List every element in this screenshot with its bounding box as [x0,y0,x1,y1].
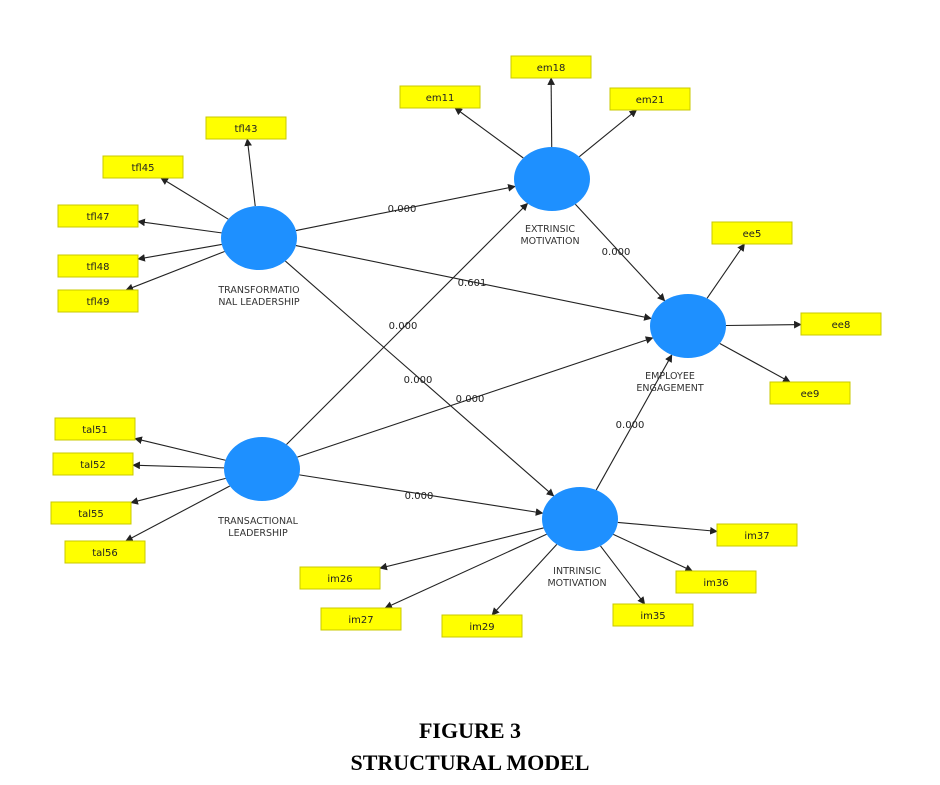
indicator-box-im29 [441,614,523,638]
indicator-box-em21 [609,87,691,111]
indicator-box-em18 [510,55,592,79]
latent-label-em-line-1: EXTRINSIC [525,224,575,235]
loading-arrow-tfl49 [125,250,225,292]
loading-arrow-tal52 [132,461,225,470]
latent-label-tal-line-1: TRANSACTIONAL [217,516,298,527]
indicator-box-im26 [299,566,381,590]
path-tfl-to-em-arrow [295,184,516,232]
loading-arrow-tal55 [130,477,226,505]
indicator-box-tfl47 [57,204,139,228]
loading-arrow-em11 [454,107,524,159]
indicator-label-im36: im36 [703,578,728,589]
indicator-label-tfl49: tfl49 [87,297,110,308]
indicator-label-im35: im35 [640,611,665,622]
path-em-to-ee-arrow [574,203,666,302]
latent-label-im-line-2: MOTIVATION [547,578,606,589]
latent-label-ee-line-2: ENGAGEMENT [636,383,703,394]
latent-label-ee-line-1: EMPLOYEE [645,371,695,382]
indicator-label-ee8: ee8 [832,320,851,331]
path-coefficient-tal-im: 0.000 [405,491,434,502]
loading-arrow-em21 [578,109,638,158]
indicator-label-tal52: tal52 [80,460,106,471]
indicator-label-tfl45: tfl45 [132,163,155,174]
path-coefficient-em-ee: 0.000 [602,247,631,258]
indicator-box-ee5 [711,221,793,245]
path-coefficient-tfl-im: 0.000 [404,375,433,386]
latent-label-im-line-1: INTRINSIC [553,566,601,577]
loading-arrow-ee8 [725,320,802,329]
path-im-to-ee-arrow [595,354,673,491]
path-coefficient-tfl-ee: 0.601 [458,278,487,289]
loading-arrow-tal51 [134,436,226,461]
indicator-label-im29: im29 [469,622,494,633]
loading-arrow-ee9 [719,342,791,383]
latent-variable-im [542,487,618,551]
loading-arrow-tfl45 [160,177,229,220]
indicator-label-tfl43: tfl43 [235,124,258,135]
loading-arrow-tfl43 [244,138,256,207]
path-tfl-to-ee-arrow [295,245,652,321]
indicator-box-tal55 [50,501,132,525]
loading-arrow-im26 [379,527,544,571]
latent-variable-ee [650,294,726,358]
indicator-label-tfl48: tfl48 [87,262,110,273]
indicator-box-tfl45 [102,155,184,179]
loading-arrow-em18 [547,77,556,148]
loading-arrow-im27 [384,533,547,609]
indicator-label-em21: em21 [636,95,665,106]
path-coefficient-tfl-em: 0.000 [388,204,417,215]
loading-arrow-im29 [491,543,558,616]
latent-variable-tal [224,437,300,501]
indicator-label-im27: im27 [348,615,373,626]
indicator-box-im35 [612,603,694,627]
latent-label-tfl-line-2: NAL LEADERSHIP [218,297,300,308]
indicator-label-tal55: tal55 [78,509,104,520]
indicator-label-tal56: tal56 [92,548,118,559]
path-tal-to-im-arrow [299,474,544,516]
loading-arrow-im37 [617,521,718,535]
indicator-label-ee5: ee5 [743,229,762,240]
indicator-box-tfl43 [205,116,287,140]
indicator-box-tal56 [64,540,146,564]
indicator-label-em11: em11 [426,93,455,104]
path-tfl-to-im-arrow [284,260,555,497]
indicator-label-im26: im26 [327,574,352,585]
path-tal-to-ee-arrow [297,336,654,458]
loading-arrow-im35 [600,545,646,605]
indicator-box-im27 [320,607,402,631]
latent-variable-em [514,147,590,211]
indicator-box-tfl49 [57,289,139,313]
indicator-box-ee9 [769,381,851,405]
indicator-label-im37: im37 [744,531,769,542]
latent-label-em-line-2: MOTIVATION [520,236,579,247]
indicator-box-ee8 [800,312,882,336]
latent-label-tfl-line-1: TRANSFORMATIO [217,285,299,296]
indicator-box-im37 [716,523,798,547]
figure-number: FIGURE 3 [418,718,522,743]
loading-arrow-tfl47 [137,218,222,234]
indicator-box-em11 [399,85,481,109]
loading-arrow-ee5 [706,243,745,299]
indicator-box-tal51 [54,417,136,441]
latent-label-tal-line-2: LEADERSHIP [228,528,288,539]
structural-model-diagram: 0.000 0.601 0.000 0.000 0.000 0.000 0.000 0.000… [50,55,882,638]
indicator-label-tfl47: tfl47 [87,212,110,223]
path-coefficient-im-ee: 0.000 [616,420,645,431]
indicator-label-tal51: tal51 [82,425,108,436]
indicator-box-tfl48 [57,254,139,278]
path-coefficient-tal-ee: 0.000 [456,394,485,405]
loading-arrow-im36 [613,533,693,572]
path-coefficient-tal-em: 0.000 [389,321,418,332]
latent-variable-tfl [221,206,297,270]
path-tal-to-em-arrow [286,202,529,445]
indicator-label-em18: em18 [537,63,566,74]
loading-arrow-tfl48 [137,243,222,262]
indicator-box-tal52 [52,452,134,476]
loading-arrow-tal56 [125,485,231,542]
indicator-label-ee9: ee9 [801,389,820,400]
figure-title: STRUCTURAL MODEL [350,750,590,775]
indicator-box-im36 [675,570,757,594]
